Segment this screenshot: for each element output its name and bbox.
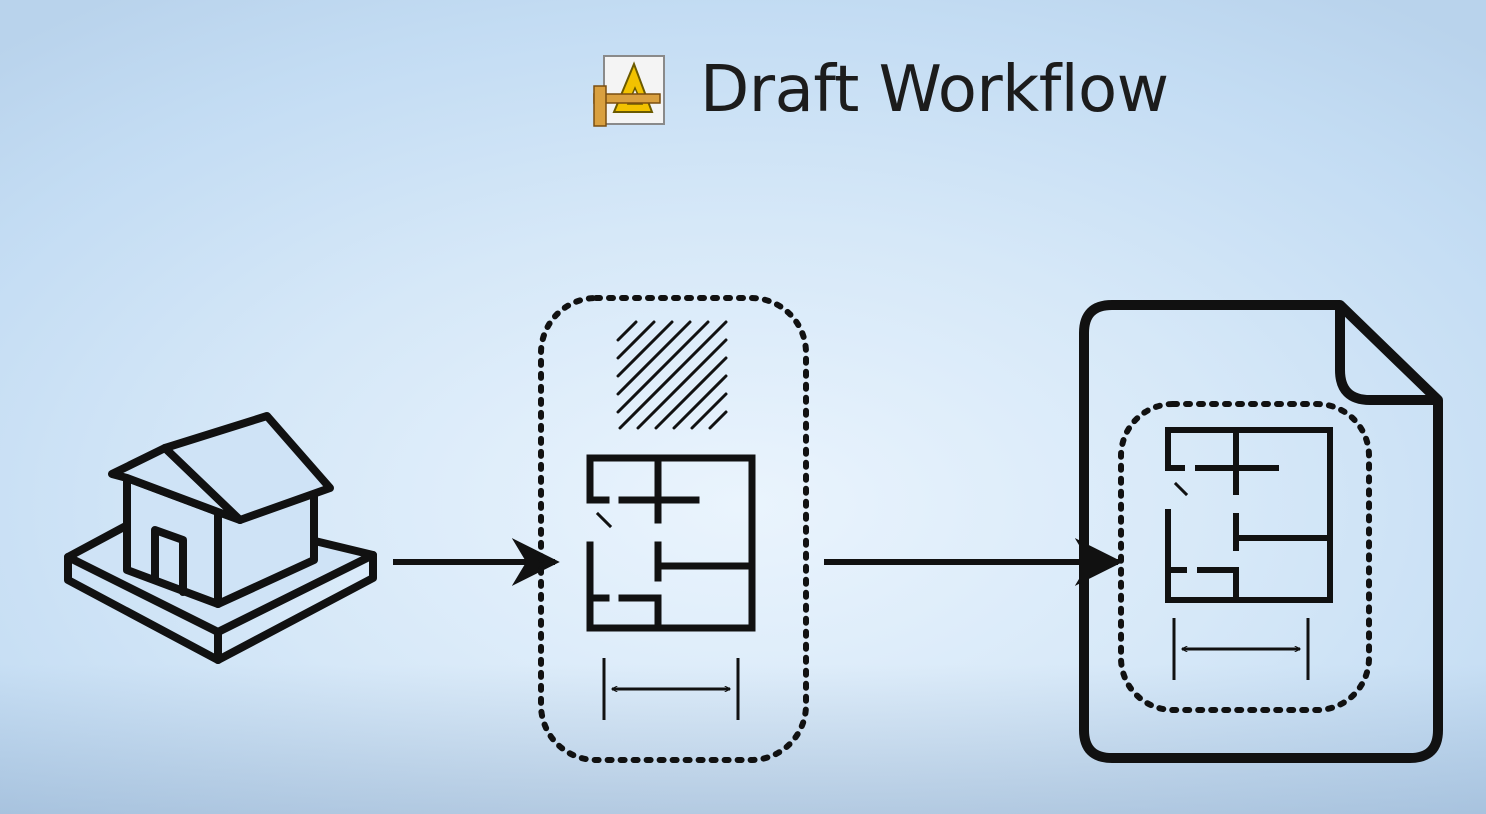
- floor-plan-icon: [586, 454, 756, 632]
- dotted-group-border: [538, 295, 809, 763]
- draft-workbench-icon: [593, 55, 665, 127]
- page-fold-corner: [1335, 305, 1438, 405]
- hatch-pattern-icon: [616, 320, 728, 430]
- sheet-view-border: [1118, 401, 1372, 713]
- drawing-sheet: [1079, 300, 1443, 763]
- page-title: Draft Workflow: [700, 53, 1169, 127]
- page-header: Draft Workflow: [590, 48, 1169, 132]
- dimension-icon: [1172, 618, 1310, 680]
- draft-view-group: [538, 295, 809, 763]
- house-on-base-icon: [64, 412, 377, 664]
- floor-plan-icon: [1165, 427, 1333, 603]
- document-page-icon: [1079, 300, 1443, 763]
- dimension-icon: [602, 658, 740, 720]
